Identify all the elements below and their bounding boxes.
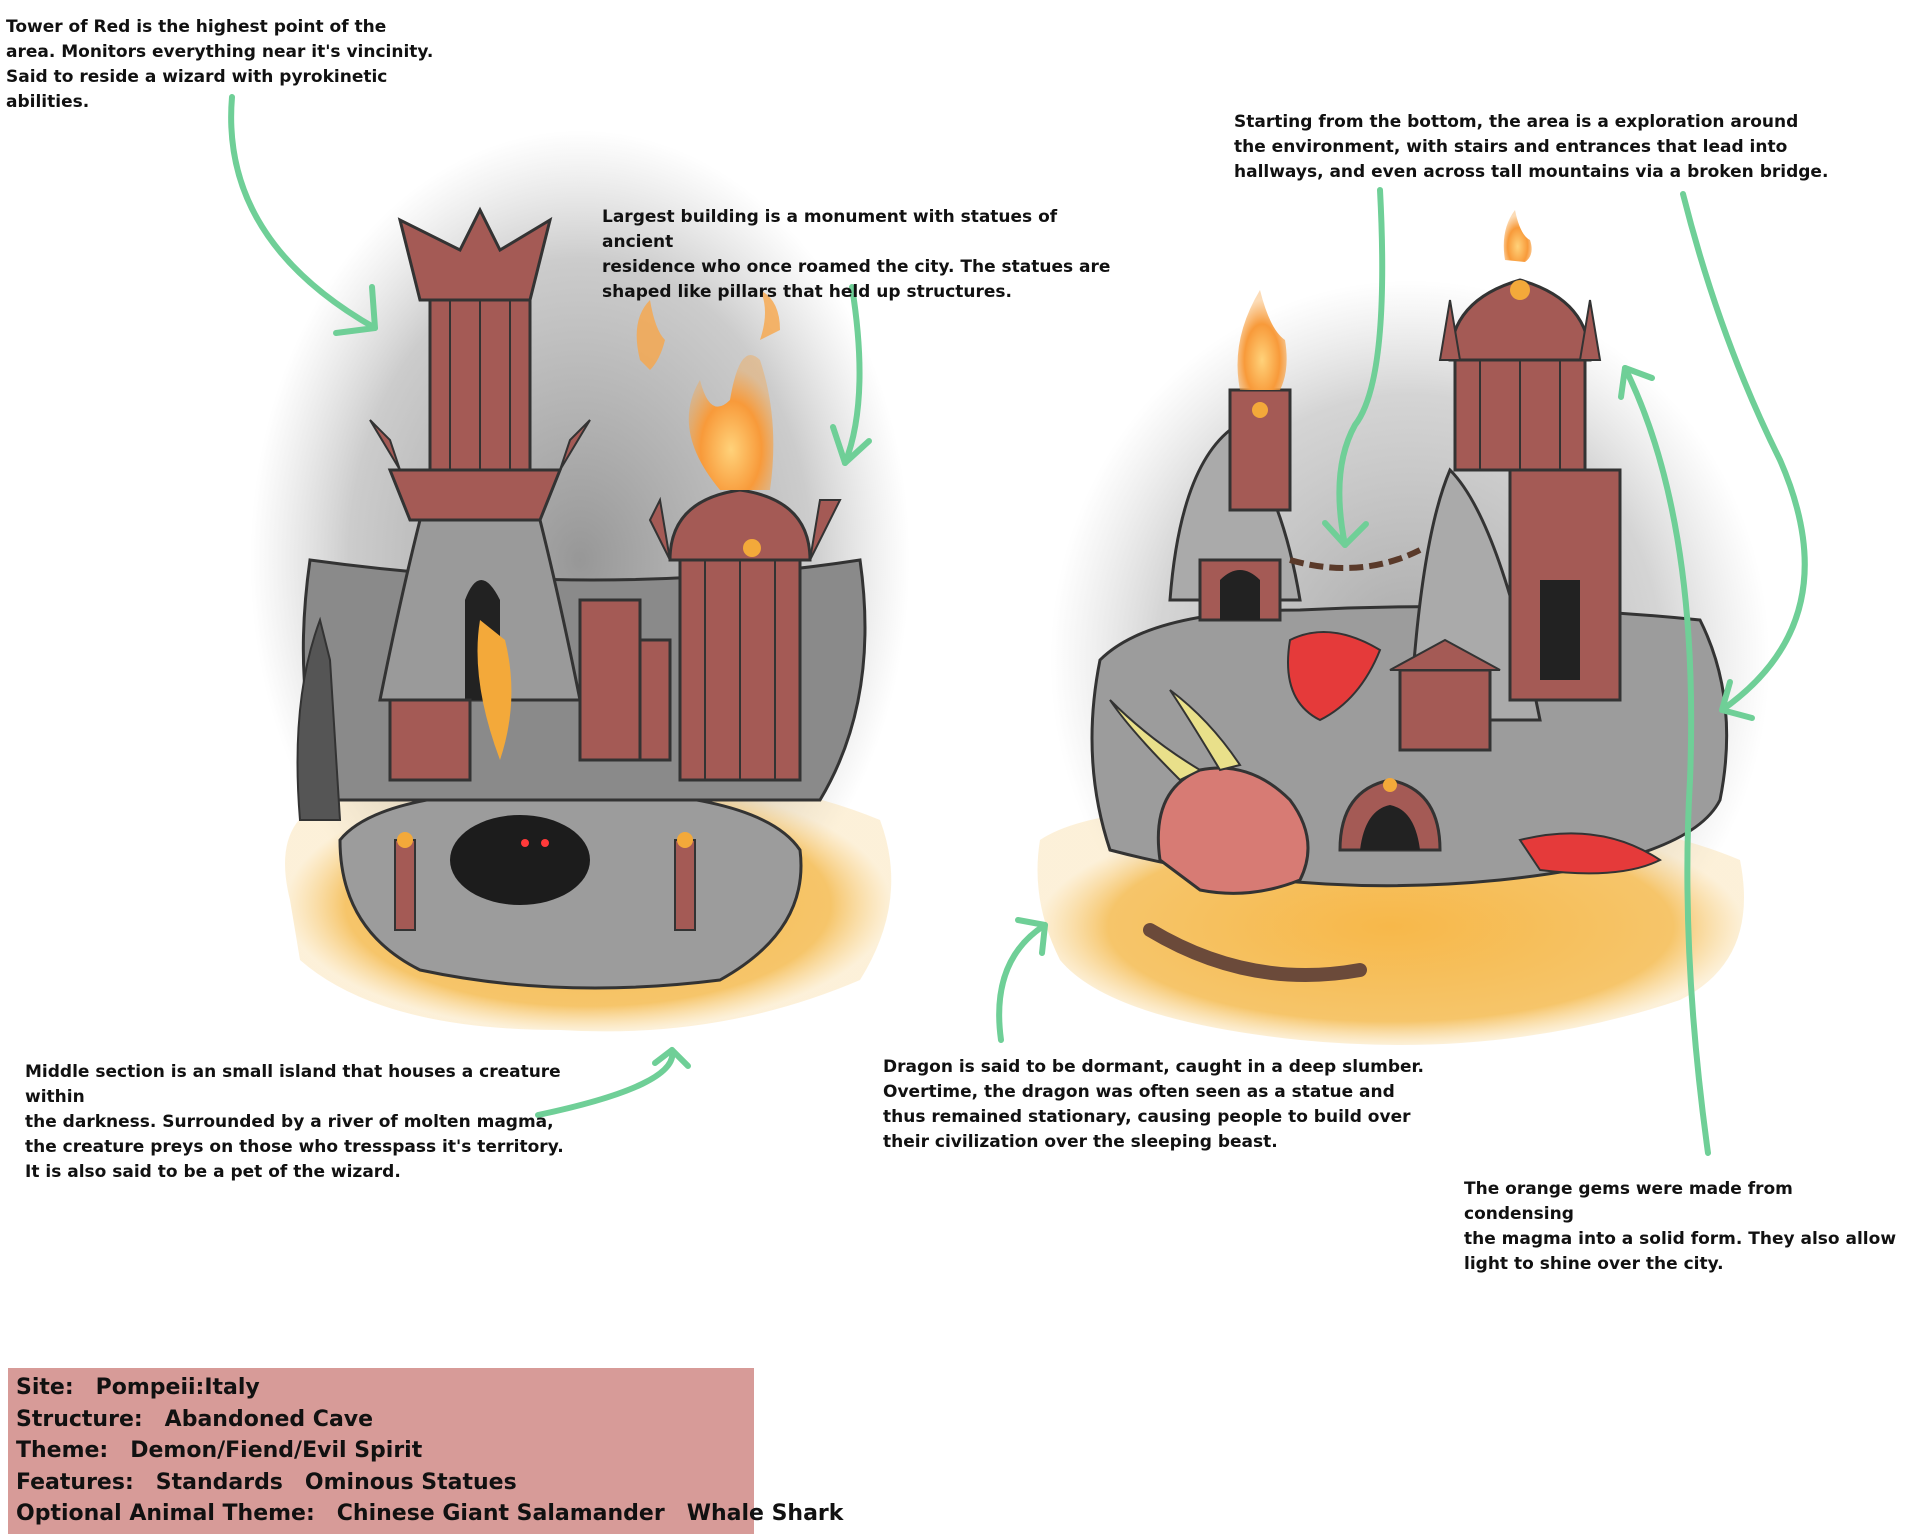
animal-label: Optional Animal Theme: [16,1501,315,1526]
annotation-middle-section: Middle section is an small island that h… [25,1062,564,1182]
feature-value: Ominous Statues [304,1469,517,1495]
info-features-row: Features: Standards Ominous Statues [16,1467,746,1499]
right-scene [1037,210,1770,1045]
info-animal-row: Optional Animal Theme: Chinese Giant Sala… [16,1498,843,1530]
annotation-dragon: Dragon is said to be dormant, caught in … [883,1057,1424,1152]
info-structure-row: Structure: Abandoned Cave [16,1404,746,1436]
theme-label: Theme: [16,1438,109,1463]
features-label: Features: [16,1469,134,1495]
annotation-tower-of-red: Tower of Red is the highest point of the… [6,17,434,112]
structure-value: Abandoned Cave [164,1406,374,1432]
structure-label: Structure: [16,1406,143,1432]
site-value: Pompeii:Italy [95,1375,260,1400]
annotation-orange-gems: The orange gems were made from condensin… [1464,1179,1897,1274]
left-scene [250,130,910,1032]
info-site-row: Site: Pompeii:Italy [16,1372,746,1404]
animal-value: Whale Shark [686,1501,844,1526]
theme-value: Demon/Fiend/Evil Spirit [130,1438,423,1463]
info-theme-row: Theme: Demon/Fiend/Evil Spirit [16,1435,746,1467]
animal-value: Chinese Giant Salamander [336,1501,665,1526]
feature-value: Standards [155,1469,283,1495]
site-label: Site: [16,1375,74,1400]
annotation-exploration: Starting from the bottom, the area is a … [1234,112,1829,182]
annotation-arrows [228,94,1808,1156]
info-box: Site: Pompeii:Italy Structure: Abandoned C… [8,1368,843,1534]
annotation-monument: Largest building is a monument with stat… [602,207,1111,302]
